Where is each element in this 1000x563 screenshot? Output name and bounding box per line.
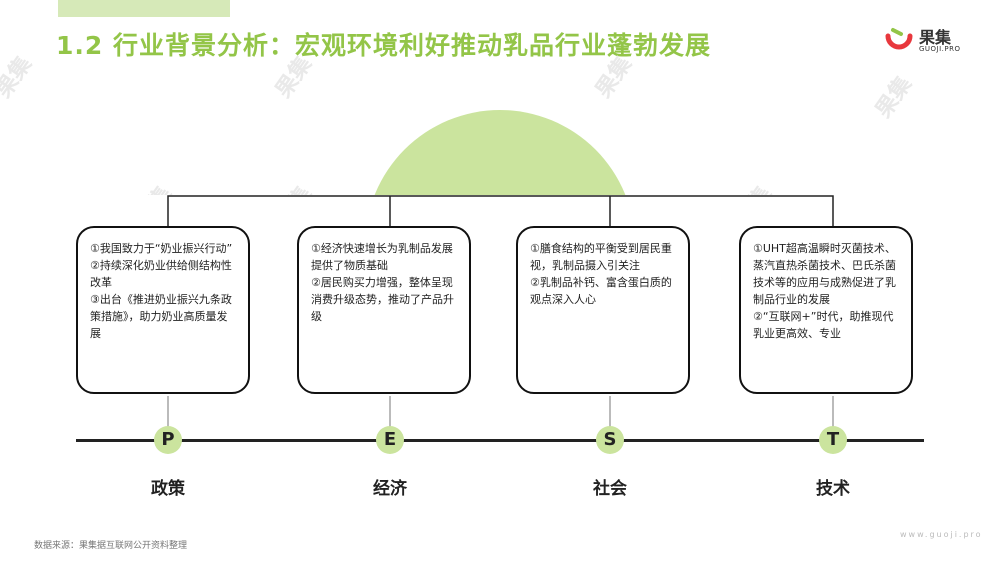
brand-logo: 果集 GUOJI.PRO [884,24,974,60]
pest-letter-t: T [819,426,847,454]
pest-card-society: ①膳食结构的平衡受到居民重视，乳制品摄入引关注 ②乳制品补钙、富含蛋白质的观点深… [516,226,690,394]
pest-label-technology: 技术 [816,479,850,499]
data-source-note: 数据来源：果集据互联网公开资料整理 [34,541,188,551]
pest-card-policy: ①我国致力于“奶业振兴行动” ②持续深化奶业供给侧结构性改革 ③出台《推进奶业振… [76,226,250,394]
pest-label-policy: 政策 [151,479,185,499]
pest-label-economy: 经济 [373,479,407,499]
pin-line [167,396,169,430]
timeline-axis [76,439,924,442]
site-url: www.guoji.pro [900,530,983,539]
logo-name: 果集 [919,28,952,47]
pest-card-technology: ①UHT超高温瞬时灭菌技术、蒸汽直热杀菌技术、巴氏杀菌技术等的应用与成熟促进了乳… [739,226,913,394]
pest-letter-s: S [596,426,624,454]
pin-line [832,396,834,430]
logo-subtitle: GUOJI.PRO [919,45,961,53]
pest-letter-p: P [154,426,182,454]
page-title: 1.2 行业背景分析：宏观环境利好推动乳品行业蓬勃发展 [56,31,711,60]
pest-card-economy: ①经济快速增长为乳制品发展提供了物质基础 ②居民购买力增强，整体呈现消费升级态势… [297,226,471,394]
top-accent-bar [58,0,230,17]
pin-line [389,396,391,430]
guoji-logo-icon [885,28,913,50]
pest-letter-e: E [376,426,404,454]
pin-line [609,396,611,430]
pest-label-society: 社会 [593,479,627,499]
